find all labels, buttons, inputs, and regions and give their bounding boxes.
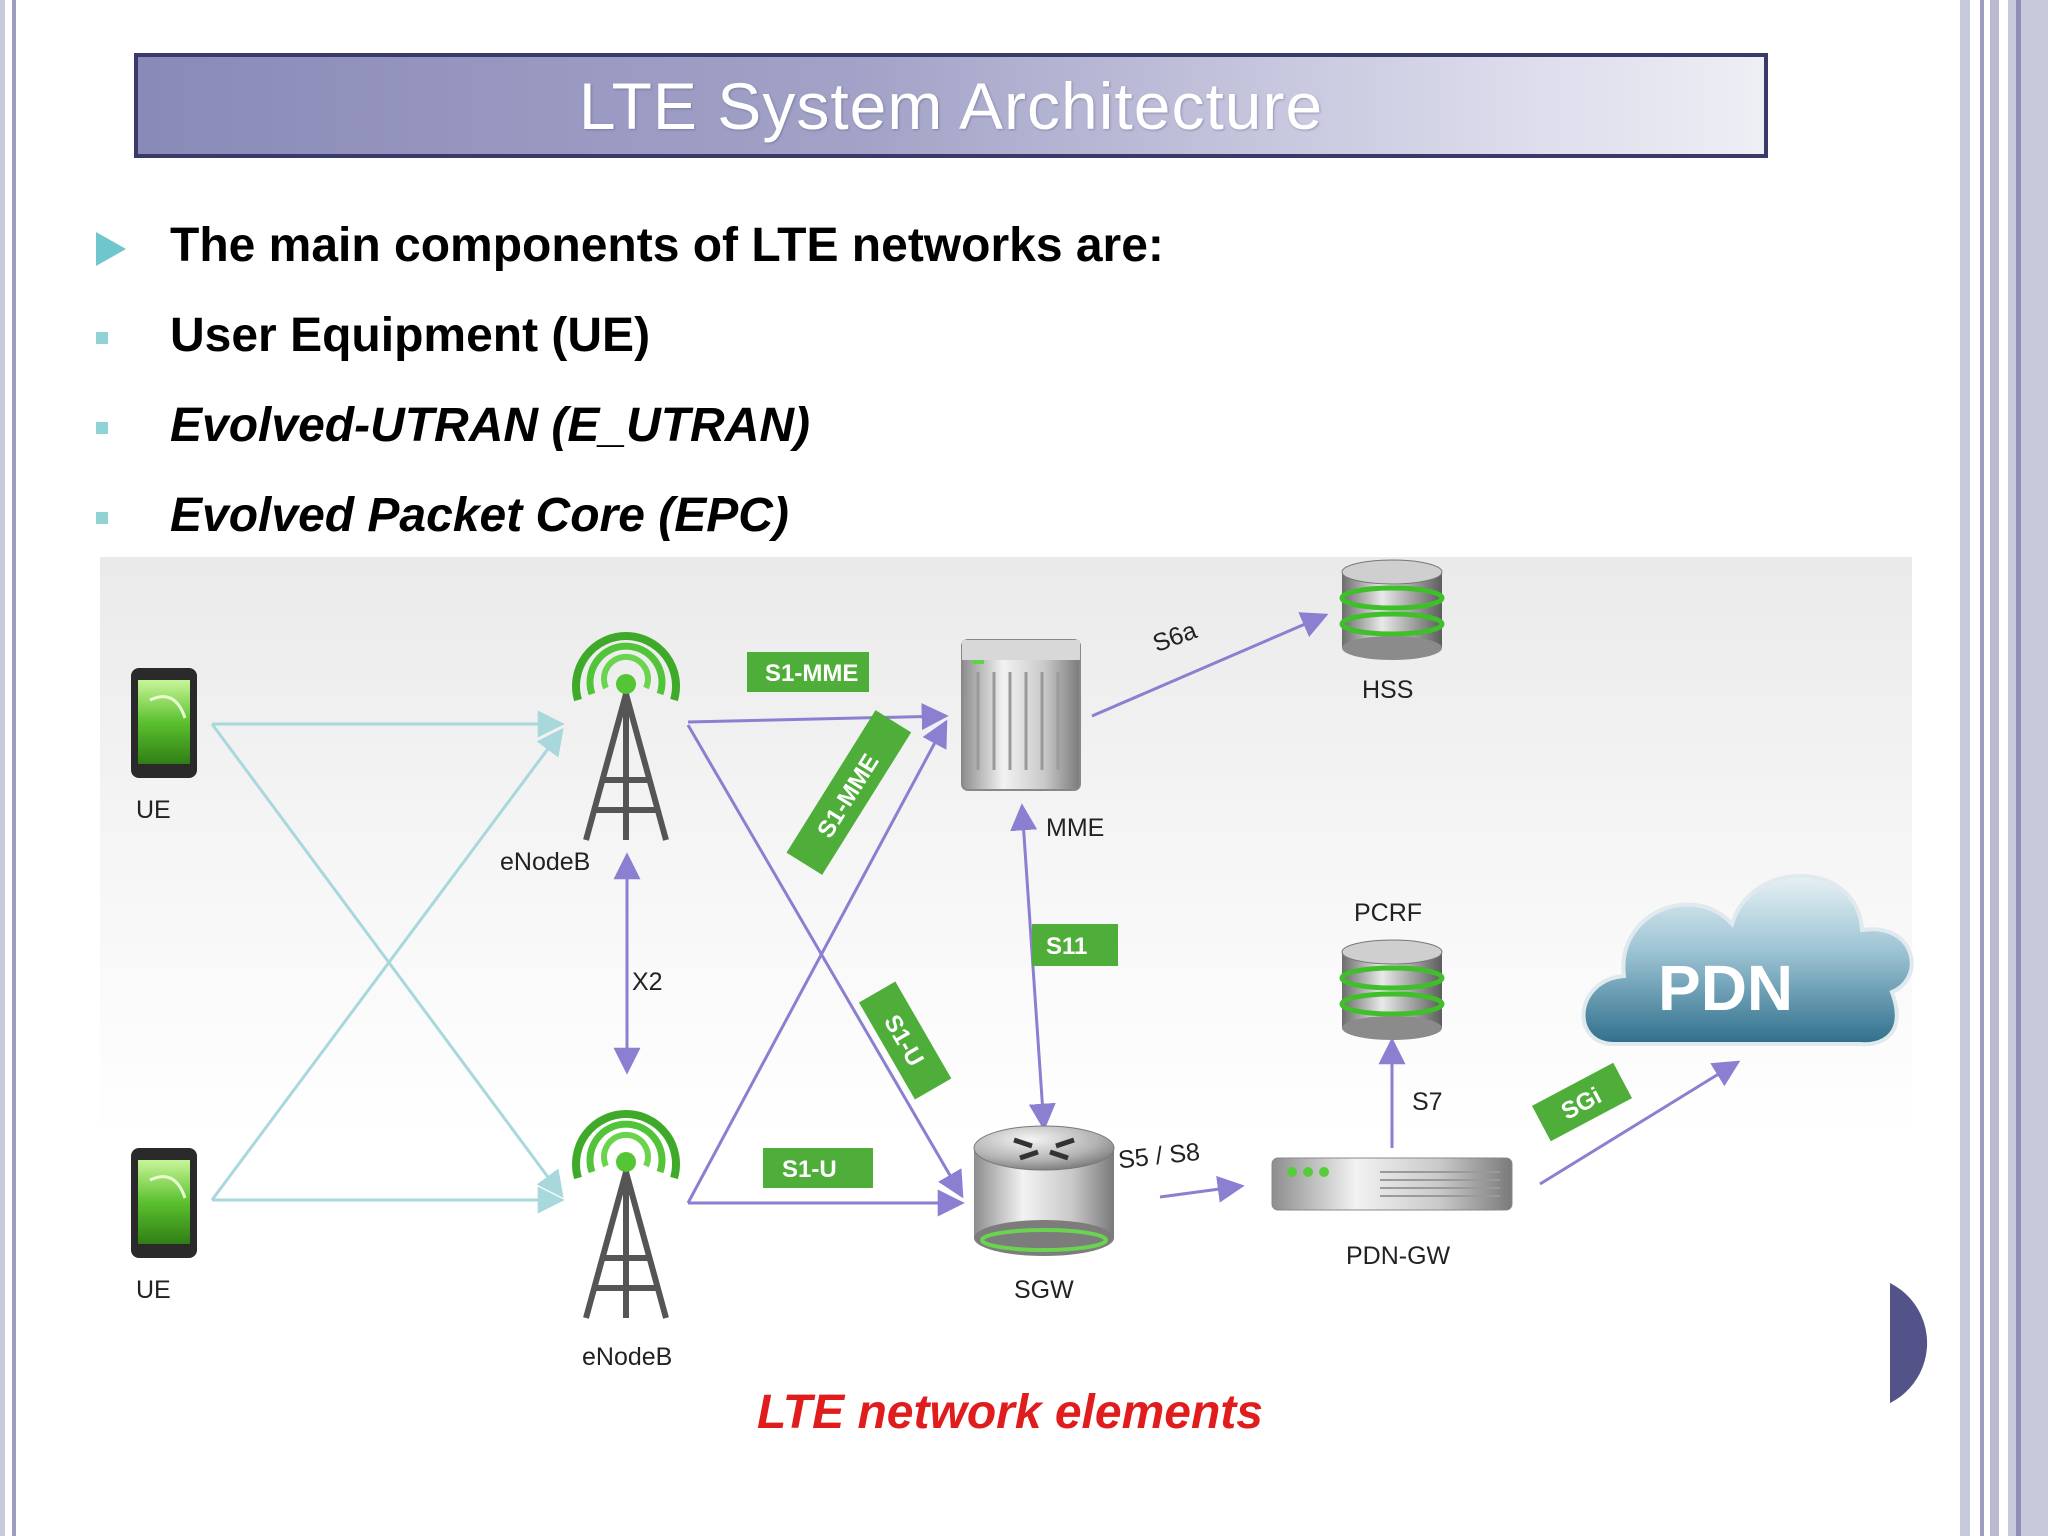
bullet-eutran: Evolved-UTRAN (E_UTRAN): [170, 399, 811, 452]
ue-bottom-phone-icon: [131, 1148, 197, 1258]
diagram-caption: LTE network elements: [757, 1386, 1263, 1439]
svg-text:S1-U: S1-U: [782, 1156, 837, 1183]
bullet-epc: Evolved Packet Core (EPC): [170, 489, 789, 542]
enodeb-top-tower-icon: [572, 632, 680, 841]
sgi-tag: SGi: [1531, 1062, 1633, 1142]
interface-arrows: [613, 612, 1741, 1217]
corner-decoration: [1830, 1283, 1928, 1403]
pdn-cloud-icon: PDN: [1581, 874, 1914, 1047]
frame-stripe: [2016, 0, 2021, 1536]
frame-stripe: [1990, 0, 1999, 1536]
ue-radio-links: [210, 710, 565, 1214]
square-bullet-icon: [96, 422, 108, 434]
s6a-label: S6a: [1149, 616, 1200, 658]
pdn-label: PDN: [1658, 952, 1793, 1024]
bullet-intro: The main components of LTE networks are:: [170, 219, 1164, 272]
square-bullet-icon: [96, 332, 108, 344]
enodeb-top-label: eNodeB: [500, 848, 590, 876]
svg-text:S11: S11: [1046, 933, 1087, 960]
x2-label: X2: [632, 968, 663, 996]
sgw-router-icon: [973, 1125, 1115, 1256]
frame-stripe: [12, 0, 16, 1536]
s1-mme-top-tag: S1-MME: [747, 652, 869, 692]
s1-u-bottom-tag: S1-U: [763, 1148, 873, 1188]
svg-text:S1-MME: S1-MME: [765, 660, 858, 687]
enodeb-bottom-tower-icon: [572, 1110, 680, 1319]
sgw-label: SGW: [1014, 1276, 1074, 1304]
triangle-bullet-icon: [96, 232, 126, 266]
s5-s8-label: S5 / S8: [1117, 1138, 1201, 1174]
pcrf-label: PCRF: [1354, 899, 1422, 927]
square-bullet-icon: [96, 512, 108, 524]
slide-title: LTE System Architecture: [578, 68, 1324, 143]
pcrf-database-icon: [1339, 939, 1445, 1040]
mme-label: MME: [1046, 814, 1104, 842]
frame-stripe: [2008, 0, 2048, 1536]
hss-label: HSS: [1362, 676, 1413, 704]
pdn-gw-label: PDN-GW: [1346, 1242, 1451, 1270]
title-bar: LTE System Architecture: [134, 53, 1768, 158]
s1-mme-diagonal-tag: S1-MME: [786, 710, 912, 875]
s11-tag: S11: [1032, 924, 1118, 966]
bullet-ue: User Equipment (UE): [170, 309, 651, 362]
ue-top-label: UE: [136, 796, 171, 824]
frame-stripe: [1960, 0, 1970, 1536]
ue-top-phone-icon: [131, 668, 197, 778]
frame-stripe: [0, 0, 5, 1536]
mme-server-icon: [961, 639, 1081, 791]
frame-stripe: [1980, 0, 1984, 1536]
hss-database-icon: [1339, 559, 1445, 660]
s7-label: S7: [1412, 1088, 1443, 1116]
ue-bottom-label: UE: [136, 1276, 171, 1304]
pdn-gw-gateway-icon: [1271, 1157, 1513, 1211]
enodeb-bottom-label: eNodeB: [582, 1343, 672, 1371]
